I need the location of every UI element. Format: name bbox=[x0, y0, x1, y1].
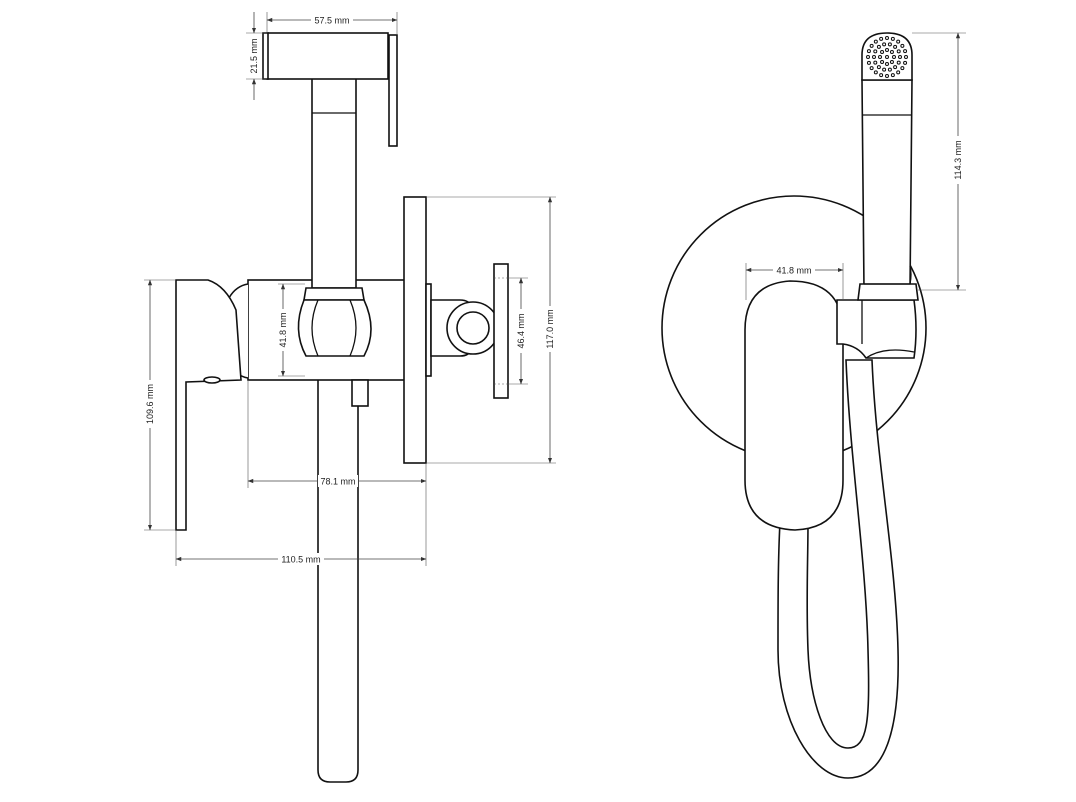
nozzle-hole bbox=[873, 49, 878, 54]
nozzle-hole bbox=[866, 55, 870, 59]
nozzle-hole bbox=[882, 42, 887, 47]
dim-lever-height: 109.6 mm bbox=[144, 279, 176, 531]
nozzle-hole bbox=[885, 36, 889, 40]
nozzle-hole bbox=[896, 60, 901, 65]
nozzle-hole bbox=[893, 44, 898, 49]
nozzle-hole bbox=[866, 60, 871, 65]
side-lever bbox=[175, 279, 242, 531]
dim-spray-height: 21.5 mm bbox=[246, 12, 267, 100]
nozzle-hole bbox=[873, 39, 878, 44]
nozzle-hole bbox=[887, 67, 892, 72]
nozzle-hole bbox=[882, 67, 887, 72]
nozzle-hole bbox=[890, 73, 895, 78]
nozzle-hole bbox=[879, 36, 884, 41]
nozzle-hole bbox=[873, 60, 878, 65]
front-spray-head bbox=[861, 32, 913, 81]
front-handle-collar bbox=[857, 283, 919, 301]
side-hose-outlet bbox=[351, 379, 369, 407]
dim-spray-width-label: 57.5 mm bbox=[314, 16, 349, 26]
dim-holder-offset-label: 41.8 mm bbox=[776, 266, 811, 276]
nozzle-hole bbox=[872, 55, 876, 59]
nozzle-hole bbox=[869, 43, 874, 48]
nozzle-hole bbox=[903, 49, 908, 54]
nozzle-hole bbox=[889, 50, 894, 55]
nozzle-hole bbox=[896, 70, 901, 75]
nozzle-hole bbox=[885, 55, 889, 59]
nozzle-hole bbox=[887, 42, 892, 47]
nozzle-hole bbox=[889, 59, 894, 64]
side-holder-collar bbox=[303, 287, 365, 301]
side-trigger bbox=[388, 34, 398, 147]
dim-depth-body-label: 78.1 mm bbox=[320, 477, 355, 487]
dim-bracket-height: 46.4 mm bbox=[508, 277, 528, 385]
dim-holder-height-label: 41.8 mm bbox=[278, 312, 288, 347]
side-spray-shaft bbox=[311, 77, 357, 289]
nozzle-hole bbox=[876, 65, 881, 70]
dim-lever-height-label: 109.6 mm bbox=[145, 384, 155, 424]
side-spray-head bbox=[266, 32, 389, 80]
front-spray-handle bbox=[861, 79, 913, 291]
dim-bracket-height-label: 46.4 mm bbox=[516, 313, 526, 348]
nozzle-hole bbox=[892, 55, 896, 59]
dim-depth-body: 78.1 mm bbox=[247, 380, 427, 488]
nozzle-hole bbox=[904, 55, 908, 59]
dim-spray-height-label: 21.5 mm bbox=[249, 38, 259, 73]
nozzle-hole bbox=[873, 70, 878, 75]
dim-plate-height-label: 117.0 mm bbox=[545, 309, 555, 348]
side-ring-plate bbox=[493, 263, 509, 399]
front-view: 114.3 mm 41.8 mm bbox=[661, 32, 966, 779]
nozzle-hole bbox=[879, 73, 884, 78]
side-ring-inner bbox=[456, 311, 490, 345]
dim-holder-height: 41.8 mm bbox=[277, 283, 305, 377]
nozzle-hole bbox=[900, 66, 905, 71]
nozzle-hole bbox=[876, 44, 881, 49]
nozzle-hole bbox=[866, 49, 871, 54]
dim-handle-length-label: 114.3 mm bbox=[953, 140, 963, 179]
nozzle-hole bbox=[898, 55, 902, 59]
dim-depth-total-label: 110.5 mm bbox=[281, 555, 320, 565]
nozzle-hole bbox=[890, 36, 895, 41]
dim-plate-height: 117.0 mm bbox=[426, 196, 556, 464]
dim-holder-offset: 41.8 mm bbox=[745, 263, 844, 300]
side-nozzle-face bbox=[262, 32, 269, 80]
nozzle-hole bbox=[893, 65, 898, 70]
front-nozzle-holes bbox=[866, 36, 908, 78]
dim-spray-width: 57.5 mm bbox=[266, 12, 398, 35]
side-lever-pivot bbox=[203, 376, 221, 384]
nozzle-hole bbox=[900, 43, 905, 48]
nozzle-hole bbox=[903, 60, 908, 65]
front-lever bbox=[744, 280, 844, 531]
nozzle-hole bbox=[885, 74, 889, 78]
side-wall-plate bbox=[403, 196, 427, 464]
dim-handle-length: 114.3 mm bbox=[912, 32, 966, 291]
side-hose bbox=[317, 359, 359, 783]
side-holder-clip bbox=[297, 299, 372, 357]
nozzle-hole bbox=[885, 62, 889, 66]
nozzle-hole bbox=[880, 50, 885, 55]
nozzle-hole bbox=[885, 48, 889, 52]
nozzle-hole bbox=[896, 39, 901, 44]
side-view: 57.5 mm 21.5 mm 41.8 mm 117.0 mm bbox=[144, 12, 556, 783]
nozzle-hole bbox=[878, 55, 882, 59]
nozzle-hole bbox=[880, 59, 885, 64]
nozzle-hole bbox=[896, 49, 901, 54]
nozzle-hole bbox=[869, 66, 874, 71]
dim-depth-total: 110.5 mm bbox=[175, 488, 427, 566]
